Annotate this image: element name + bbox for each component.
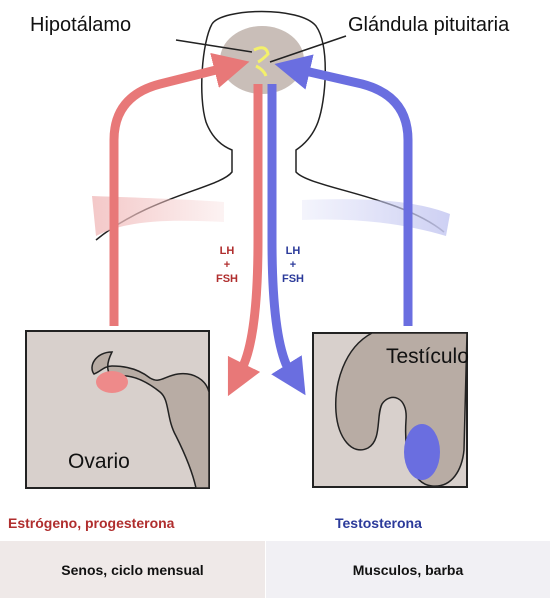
- hormone-right-lh: LH: [282, 244, 304, 258]
- hormone-left-fsh: FSH: [216, 272, 238, 286]
- ovary-shape: [96, 371, 128, 393]
- effect-box-female: Senos, ciclo mensual: [0, 541, 265, 598]
- lh-fsh-arrow-to-testicle: [272, 84, 296, 380]
- testicle-label: Testículo: [386, 345, 469, 369]
- hormone-right-fsh: FSH: [282, 272, 304, 286]
- female-hormones-label: Estrógeno, progesterona: [8, 515, 174, 531]
- hormone-label-left: LH + FSH: [216, 244, 238, 286]
- male-effects-label: Musculos, barba: [353, 562, 463, 578]
- pituitary-label: Glándula pituitaria: [348, 14, 509, 37]
- hormone-left-lh: LH: [216, 244, 238, 258]
- testosterone-feedback-arrow: [292, 68, 408, 326]
- testicle-shape: [404, 424, 440, 480]
- ovary-label: Ovario: [68, 450, 130, 474]
- male-hormones-label: Testosterona: [335, 515, 422, 531]
- estrogen-feedback-arrow: [114, 66, 232, 326]
- hormone-left-plus: +: [216, 258, 238, 272]
- hormone-label-right: LH + FSH: [282, 244, 304, 286]
- hormone-right-plus: +: [282, 258, 304, 272]
- hypothalamus-label: Hipotálamo: [30, 14, 131, 37]
- effect-box-male: Musculos, barba: [266, 541, 550, 598]
- lh-fsh-arrow-to-ovary: [236, 84, 258, 380]
- female-effects-label: Senos, ciclo mensual: [61, 562, 203, 578]
